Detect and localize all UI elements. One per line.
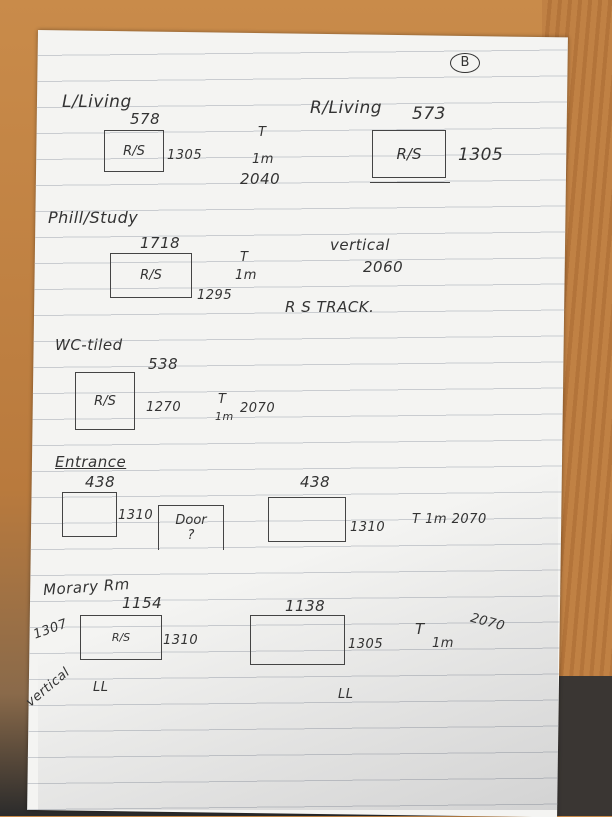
morary-t: T bbox=[415, 620, 425, 638]
l-living-t: T bbox=[258, 125, 267, 140]
wc-title: WC-tiled bbox=[55, 336, 123, 354]
l-living-title: L/Living bbox=[62, 92, 132, 112]
morary-height-2: 1305 bbox=[348, 637, 384, 652]
study-title: Phill/Study bbox=[48, 208, 139, 227]
entrance-width-1: 438 bbox=[85, 473, 116, 491]
door-box: Door? bbox=[158, 505, 224, 550]
morary-window-2 bbox=[250, 615, 345, 665]
study-window: R/S bbox=[110, 253, 192, 298]
underline bbox=[370, 182, 450, 183]
l-living-window: R/S bbox=[104, 130, 164, 172]
wc-t: T bbox=[218, 392, 227, 407]
entrance-note: T 1m 2070 bbox=[412, 512, 487, 527]
l-living-drop: 2040 bbox=[240, 170, 281, 188]
wc-window: R/S bbox=[75, 372, 135, 430]
morary-width-1: 1154 bbox=[122, 594, 163, 612]
door-question: ? bbox=[187, 528, 195, 543]
morary-ll-1: LL bbox=[93, 680, 109, 695]
morary-ll-2: LL bbox=[338, 687, 354, 702]
study-track: R S TRACK. bbox=[285, 298, 375, 316]
morary-window-1: R/S bbox=[80, 615, 162, 660]
r-living-width: 573 bbox=[412, 104, 446, 124]
box-label: R/S bbox=[396, 145, 422, 163]
wc-height: 1270 bbox=[146, 400, 182, 415]
box-label: R/S bbox=[123, 143, 145, 159]
morary-m: 1m bbox=[432, 636, 454, 651]
r-living-title: R/Living bbox=[310, 98, 383, 118]
study-vertical: vertical bbox=[330, 236, 390, 254]
entrance-window-2 bbox=[268, 497, 346, 542]
entrance-height-1: 1310 bbox=[118, 508, 154, 523]
study-t: T bbox=[240, 250, 249, 265]
entrance-title: Entrance bbox=[55, 453, 127, 471]
study-width: 1718 bbox=[140, 234, 181, 252]
study-height: 1295 bbox=[197, 288, 233, 303]
door-label: Door bbox=[175, 513, 207, 528]
wc-width: 538 bbox=[148, 355, 179, 373]
wc-m: 1m bbox=[215, 410, 234, 423]
morary-height-1: 1310 bbox=[163, 633, 199, 648]
l-living-width: 578 bbox=[130, 110, 161, 128]
morary-width-2: 1138 bbox=[285, 597, 326, 615]
entrance-window-1 bbox=[62, 492, 117, 537]
box-label: R/S bbox=[94, 393, 116, 409]
study-m: 1m bbox=[235, 268, 257, 283]
box-label: R/S bbox=[140, 268, 162, 283]
r-living-window: R/S bbox=[372, 130, 446, 178]
wc-drop: 2070 bbox=[240, 401, 276, 416]
entrance-height-2: 1310 bbox=[350, 520, 386, 535]
l-living-m: 1m bbox=[252, 152, 274, 167]
study-drop: 2060 bbox=[363, 258, 404, 276]
entrance-width-2: 438 bbox=[300, 473, 331, 491]
r-living-height: 1305 bbox=[458, 145, 504, 165]
page-number: B bbox=[450, 53, 480, 73]
box-label: R/S bbox=[111, 631, 131, 644]
l-living-height: 1305 bbox=[167, 148, 203, 163]
